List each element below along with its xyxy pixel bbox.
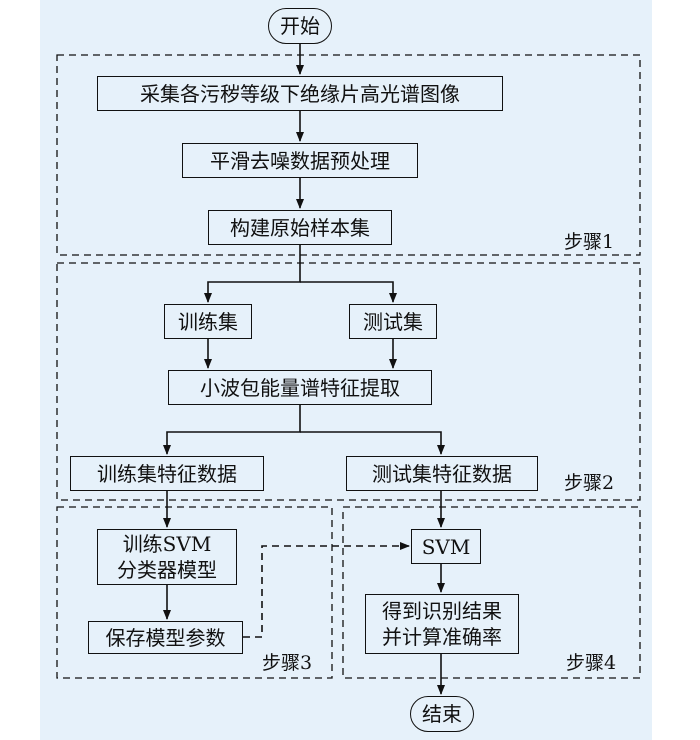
train-set-box: 训练集 (164, 304, 252, 339)
save-params-box: 保存模型参数 (88, 621, 243, 654)
train-svm-box: 训练SVM 分类器模型 (97, 529, 237, 585)
edge-wavelet-test-features (300, 431, 445, 455)
preprocess-box: 平滑去噪数据预处理 (182, 143, 418, 178)
train-svm-line2: 分类器模型 (117, 558, 217, 582)
edge-split-test (300, 281, 397, 303)
edge-wavelet-split (163, 405, 301, 455)
step1-label: 步骤1 (564, 231, 615, 253)
svm-box: SVM (411, 529, 481, 564)
result-line1: 得到识别结果 (382, 599, 502, 623)
step3-region (56, 506, 333, 679)
start-node: 开始 (268, 8, 332, 44)
result-box: 得到识别结果 并计算准确率 (365, 594, 519, 654)
edge-build-split (204, 245, 301, 303)
end-node: 结束 (410, 696, 474, 732)
result-line2: 并计算准确率 (382, 625, 502, 649)
test-features-box: 测试集特征数据 (346, 456, 538, 491)
step3-label: 步骤3 (262, 652, 313, 674)
step2-label: 步骤2 (564, 472, 615, 494)
edge-save-svm-dashed (243, 542, 410, 638)
step2-region (56, 262, 641, 501)
wavelet-feature-box: 小波包能量谱特征提取 (168, 370, 432, 405)
train-svm-line1: 训练SVM (122, 532, 212, 556)
step4-region (342, 506, 641, 679)
step1-region (56, 54, 641, 256)
test-set-box: 测试集 (349, 304, 437, 339)
step4-label: 步骤4 (566, 652, 617, 674)
train-features-box: 训练集特征数据 (70, 456, 264, 491)
collect-images-box: 采集各污秽等级下绝缘片高光谱图像 (97, 76, 503, 111)
build-sample-set-box: 构建原始样本集 (208, 210, 392, 245)
